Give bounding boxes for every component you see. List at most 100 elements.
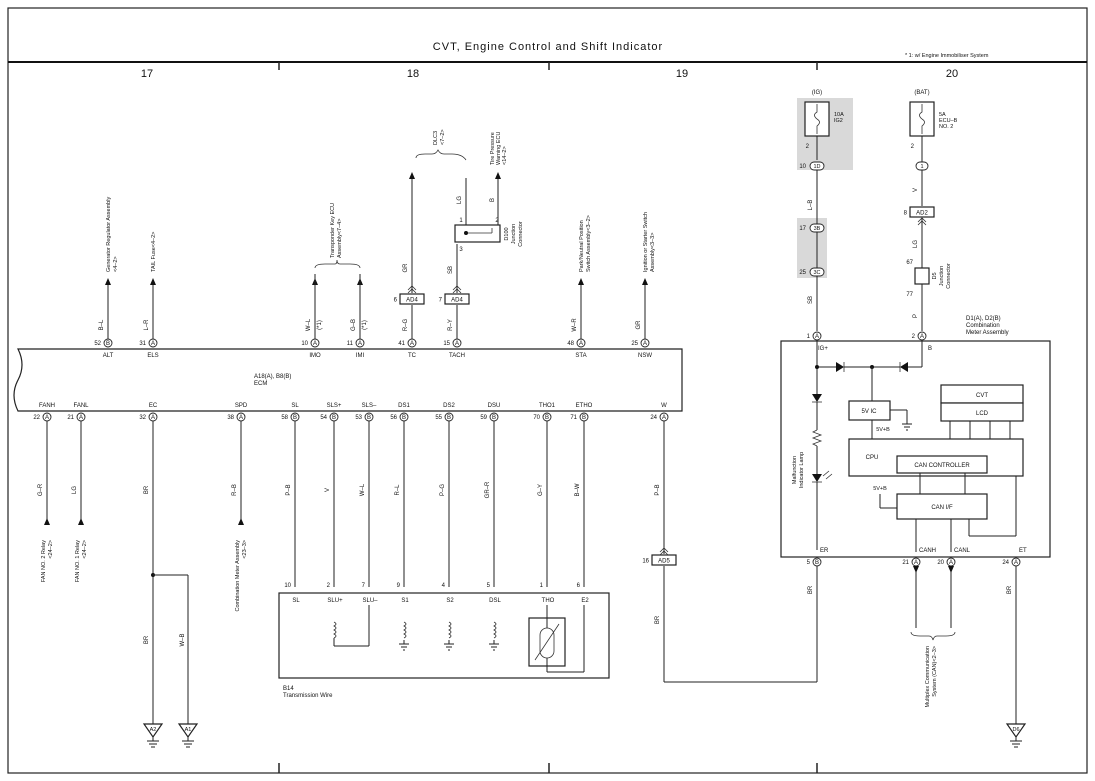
destination-label: Generator Regulator Assembly (106, 197, 112, 272)
ecm-pin-num: 55 (435, 415, 442, 421)
junction-ad4-num: 6 (394, 298, 398, 304)
meter-pin-ig-letter: A (815, 334, 819, 340)
d5-label: Connector (946, 263, 952, 289)
transmission-pin-num: 6 (577, 583, 581, 589)
destination-label: Park/Neutral Position (579, 220, 585, 272)
ecm-pin-label: W (661, 403, 667, 409)
ecm-pin-num: 38 (227, 415, 234, 421)
diode-icon (836, 362, 844, 372)
junction-ad5-label: AD5 (658, 559, 670, 565)
ecm-pin-label: SLS– (362, 403, 377, 409)
junction-ad4-label: AD4 (406, 298, 418, 304)
junction-ad4 (399, 293, 425, 305)
wire-color: BR (808, 585, 814, 594)
can-destination-label: System (CAN)<2–3> (932, 646, 938, 697)
connector-3b-num: 17 (799, 226, 806, 232)
d100-label: Connector (518, 221, 524, 247)
transponder-label: Assembly<7–4> (337, 219, 343, 258)
ecm-pin-tach-letter: A (455, 341, 459, 347)
ecm-pin-label: DS2 (443, 403, 455, 409)
connector-3b-label: 3B (814, 226, 821, 232)
arrow-up-icon (150, 278, 156, 285)
ecm-pin-ds1-letter: B (402, 415, 406, 421)
wire-color: LG (457, 196, 463, 204)
tpms-label: Tire Pressure (490, 132, 496, 165)
transmission-pin-label: S1 (401, 598, 409, 604)
ecm-pin-num: 22 (33, 415, 40, 421)
ecm-pin-ec-letter: A (151, 415, 155, 421)
ecm-pin-label: SPD (235, 403, 248, 409)
lcd-label: LCD (976, 411, 989, 417)
wire-color: V (913, 188, 919, 192)
transmission-pin-label: THO (542, 598, 555, 604)
ecm-pin-imi-letter: A (358, 341, 362, 347)
ecm-pin-label: EC (149, 403, 158, 409)
wire-color: R–L (395, 484, 401, 496)
wire-color: SB (808, 296, 814, 304)
destination-label: FAN NO. 2 Relay (41, 540, 47, 582)
ecm-pin-num: 70 (533, 415, 540, 421)
ground-a1-label: A1 (185, 727, 192, 733)
meter-pin-ig (812, 331, 822, 341)
ecm-pin-label: TC (408, 353, 417, 359)
destination-label: Ignition or Starter Switch (643, 212, 649, 272)
ground-a2 (142, 723, 164, 739)
vb2-label: 5V+B (873, 486, 887, 492)
arrow-up-icon (409, 172, 415, 179)
junction-ad4 (444, 293, 470, 305)
wire-color: B–L (99, 319, 105, 330)
meter-pin-label: IG+ (818, 346, 828, 352)
ig2-rating: 10A (834, 112, 844, 118)
connector-1d-label: 1D (813, 164, 820, 170)
column-18: 18 (407, 68, 419, 80)
meter-pin-er-letter: B (815, 560, 819, 566)
ecm-pin-label: TACH (449, 353, 465, 359)
arrow-up-icon (642, 278, 648, 285)
ecu-b-name-2: NO. 2 (939, 124, 953, 130)
mil-label: Malfunction (792, 456, 798, 484)
wire-color: R–B (232, 484, 238, 496)
ecm-pin-num: 56 (390, 415, 397, 421)
ecm-pin-label: IMO (309, 353, 321, 359)
arrow-up-icon (44, 518, 50, 525)
wire-color: G–R (38, 483, 44, 496)
lcd-block (940, 402, 1024, 422)
ig2-pin: 2 (806, 144, 810, 150)
arrow-up-icon (78, 518, 84, 525)
solenoid-coil-icon (448, 621, 452, 639)
ecm-pin-num: 71 (570, 415, 577, 421)
wire-color: V (325, 488, 331, 492)
ecm-pin-label: THO1 (539, 403, 556, 409)
junction-ad2 (909, 206, 935, 218)
ecm-pin-num: 15 (443, 341, 450, 347)
solenoid-coil-icon (333, 621, 337, 639)
ecm-pin-num: 11 (347, 341, 354, 347)
wire-color: P–G (440, 484, 446, 496)
ecm-sub: ECM (254, 381, 267, 387)
ecm-pin-label: FANH (39, 403, 55, 409)
ecu-b-name: ECU–B (939, 118, 958, 124)
destination-label: <23–3> (242, 540, 248, 559)
arrow-down-icon (948, 566, 954, 573)
ig-source-label: (IG) (812, 90, 822, 96)
d5-label: D5 (932, 272, 938, 279)
destination-label: <24–2> (82, 540, 88, 559)
brace-icon (415, 149, 467, 161)
brace-icon (910, 631, 956, 641)
frame (7, 7, 1088, 774)
meter-name-2: Combination (966, 323, 1000, 329)
transmission-pin-num: 5 (487, 583, 491, 589)
meter-pin-label: ET (1019, 548, 1027, 554)
cvt-label: CVT (976, 393, 988, 399)
d100-pin: 3 (459, 247, 463, 253)
d5-bottom: 77 (906, 292, 913, 298)
tpms-label: <14–2> (502, 146, 508, 165)
wire-color: W–R (572, 318, 578, 332)
ecm-pin-label: DSU (488, 403, 501, 409)
wire-color: LG (913, 240, 919, 248)
transmission-pin-label: SLU– (362, 598, 378, 604)
d100-connector (454, 224, 501, 243)
arrow-up-icon (495, 172, 501, 179)
